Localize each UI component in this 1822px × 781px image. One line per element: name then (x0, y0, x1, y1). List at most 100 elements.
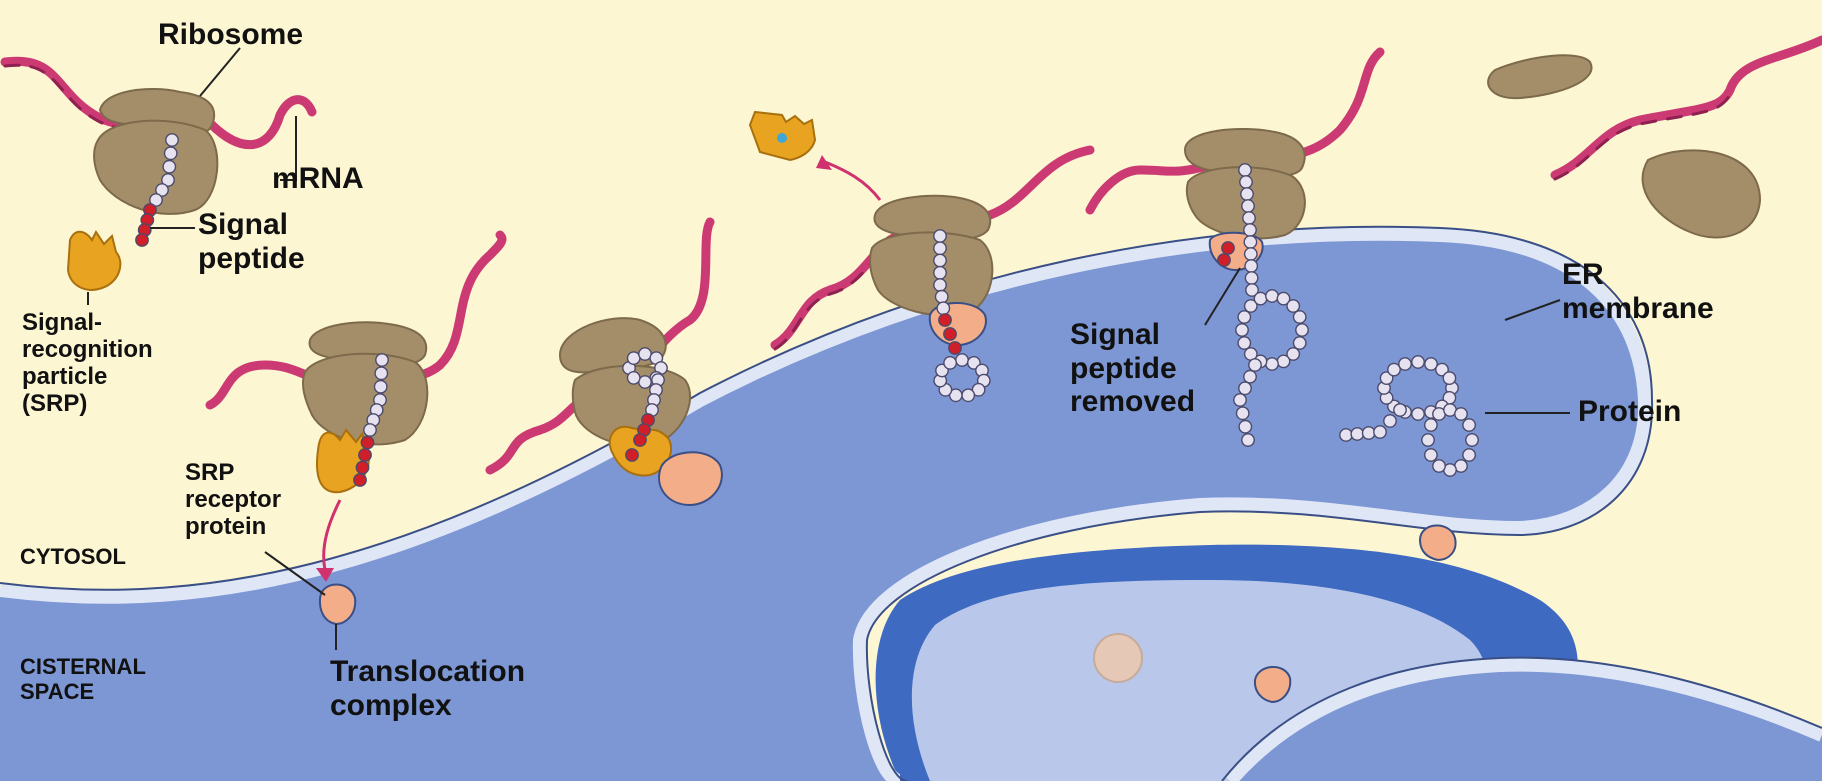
amino-acid-bead (1361, 426, 1376, 440)
ribosome-icon (93, 119, 219, 215)
amino-acid-bead (1421, 433, 1435, 447)
arrowhead-left-icon (816, 155, 832, 170)
polypeptide-chains (135, 133, 1479, 487)
ribosome-label: Ribosome (158, 18, 304, 51)
srp-label-line: recognition (22, 335, 153, 363)
signal-peptide-bead (943, 327, 957, 341)
amino-acid-bead (1237, 336, 1252, 350)
srp-release-arrow (824, 160, 882, 201)
amino-acid-bead (1435, 362, 1449, 377)
mrna-shadow-6 (1553, 92, 1732, 181)
signal-peptide-bead (1217, 253, 1231, 267)
amino-acid-bead (934, 289, 949, 304)
amino-acid-bead (971, 382, 986, 397)
amino-acid-bead (1432, 459, 1446, 473)
amino-acid-bead (1243, 223, 1257, 237)
amino-acid-bead (165, 133, 179, 147)
amino-acid-bead (1411, 407, 1425, 421)
leader-ribosome (199, 47, 241, 97)
amino-acid-bead (943, 355, 957, 370)
signal-peptide-bead (355, 460, 370, 475)
amino-acid-bead (1424, 418, 1438, 432)
cisternal-space-label: CISTERNAL SPACE (20, 654, 146, 704)
amino-acid-bead (933, 253, 947, 268)
er-membrane-label: ER membrane (1562, 258, 1714, 325)
er-bottom-lumen (1230, 664, 1822, 781)
amino-acid-bead (1253, 291, 1268, 306)
signal-peptide-removed-label-line: Signal (1070, 318, 1161, 351)
amino-acid-bead (1379, 371, 1394, 385)
srp-icon (608, 425, 673, 477)
srp-icon (66, 230, 122, 291)
translocation-complex-label-line: complex (330, 688, 452, 722)
amino-acid-bead (1242, 211, 1256, 225)
amino-acid-bead (1295, 323, 1309, 337)
cytosol-label: CYTOSOL (20, 544, 126, 569)
amino-acid-bead (1292, 336, 1307, 350)
amino-acid-bead (1292, 310, 1307, 324)
amino-acid-bead (155, 183, 169, 197)
amino-acid-bead (933, 229, 947, 243)
arrowhead-down-icon (316, 568, 334, 582)
srp-bind-arrow (322, 499, 342, 571)
amino-acid-bead (1235, 323, 1249, 337)
arrows (322, 160, 882, 571)
amino-acid-bead (1286, 299, 1301, 313)
amino-acid-bead (1243, 235, 1258, 249)
srp-receptor-label: SRP receptor protein (185, 459, 282, 541)
srp-binding-site-dot (777, 133, 787, 143)
amino-acid-bead (1244, 259, 1259, 273)
signal-peptide-bead (633, 433, 647, 447)
amino-acid-bead (1243, 369, 1257, 384)
amino-acid-bead (1387, 362, 1401, 377)
amino-acid-bead (161, 173, 175, 187)
amino-acid-bead (961, 388, 976, 403)
amino-acid-bead (626, 351, 641, 365)
ribosome-subunits-released (1487, 54, 1762, 239)
signal-peptide-removed-label-line: peptide (1070, 351, 1177, 385)
amino-acid-bead (933, 265, 947, 280)
amino-acid-bead (948, 388, 963, 403)
amino-acid-bead (1241, 433, 1255, 447)
amino-acid-bead (1265, 289, 1279, 303)
signal-peptide-bead (358, 448, 372, 462)
protein-label: Protein (1578, 395, 1682, 428)
amino-acid-bead (933, 278, 947, 292)
amino-acid-bead (1465, 433, 1479, 447)
er-lumen-fill (0, 233, 1646, 781)
er-membrane-lower-outline (1221, 656, 1822, 781)
amino-acid-bead (933, 241, 947, 256)
amino-acid-bead (638, 347, 652, 361)
amino-acid-bead (1383, 414, 1397, 428)
srp-label-line: particle (22, 362, 108, 390)
er-membrane-label-line: membrane (1562, 291, 1714, 325)
amino-acid-bead (1424, 357, 1438, 371)
amino-acid-bead (1238, 381, 1252, 396)
amino-acid-bead (1350, 427, 1365, 441)
mrna-label: mRNA (272, 162, 364, 195)
translocon-icon (1253, 666, 1292, 704)
ribosome-icon (869, 231, 994, 317)
amino-acid-bead (1339, 428, 1353, 442)
amino-acid-bead (163, 146, 178, 161)
amino-acid-bead (1238, 419, 1253, 434)
amino-acid-bead (1462, 418, 1477, 432)
amino-acid-bead (1373, 425, 1387, 439)
signal-peptide-bead (1221, 241, 1235, 255)
srp-receptor-label-line: protein (185, 512, 267, 540)
er-lumen (0, 225, 1822, 781)
leader-mrna (280, 116, 297, 181)
translocon-icon (1418, 524, 1457, 562)
signal-peptide-removed-label: Signal peptide removed (1070, 318, 1195, 419)
signal-peptide-label-line: peptide (198, 241, 305, 275)
leader-lines (87, 47, 1570, 650)
amino-acid-bead (1276, 354, 1291, 369)
srp-label-line: (SRP) (22, 389, 88, 417)
amino-acid-bead (1241, 199, 1255, 213)
translocon-icon (318, 583, 357, 626)
amino-acid-bead (626, 370, 641, 385)
cisternal-space-label-line: SPACE (20, 678, 95, 704)
srp-receptor-label-line: receptor (185, 485, 282, 513)
amino-acid-bead (1393, 403, 1407, 417)
